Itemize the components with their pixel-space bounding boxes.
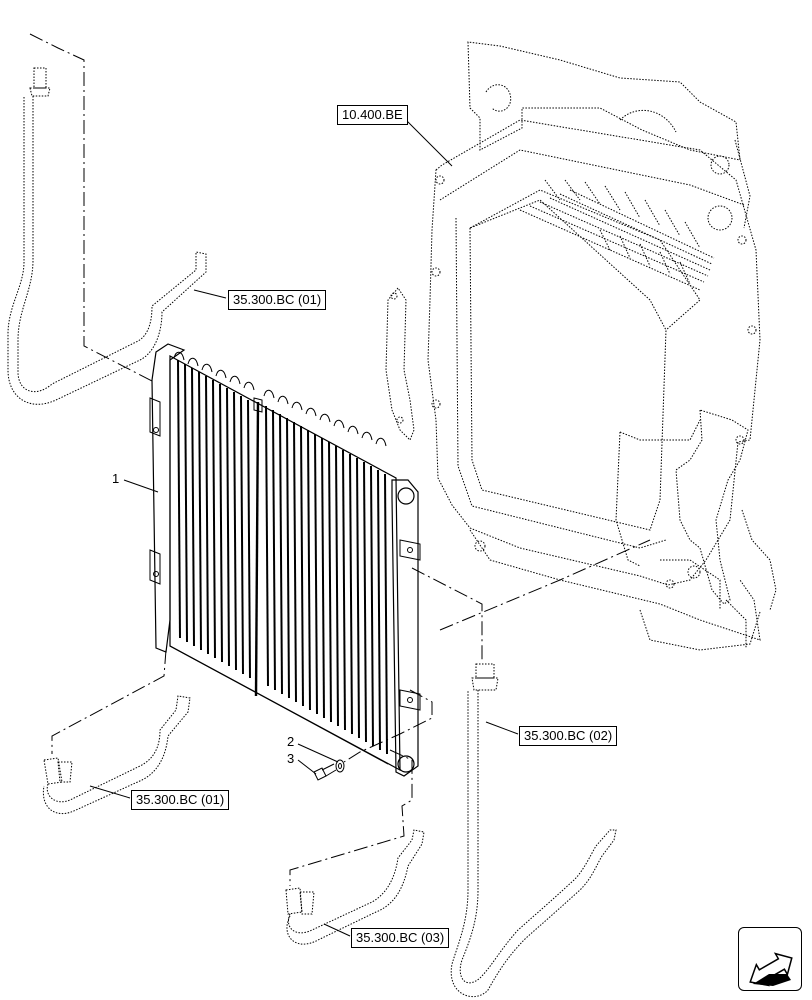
hose-02	[450, 663, 617, 998]
ref-35-300-bc-01-top[interactable]: 35.300.BC (01)	[228, 290, 327, 310]
hose-bottom-left	[42, 695, 191, 815]
hose-03	[285, 829, 425, 945]
callout-leaders	[89, 289, 519, 937]
ref-35-300-bc-03[interactable]: 35.300.BC (03)	[351, 928, 450, 948]
next-page-arrow-icon[interactable]	[738, 927, 802, 991]
ref-35-300-bc-02[interactable]: 35.300.BC (02)	[519, 726, 618, 746]
oil-cooler	[149, 343, 421, 777]
ref-35-300-bc-01-bottom[interactable]: 35.300.BC (01)	[131, 790, 230, 810]
washer-and-bolt	[313, 759, 345, 781]
callout-item-2: 2	[287, 734, 295, 749]
leader-10-400-be	[403, 117, 453, 167]
callout-item-3: 3	[287, 751, 295, 766]
callout-item-1: 1	[112, 471, 120, 486]
hose-top-left	[7, 67, 207, 405]
center-lines	[29, 33, 651, 886]
cooler-fins	[177, 359, 388, 755]
arrow-glyph	[749, 952, 793, 987]
radiator-frame-assembly	[385, 41, 777, 651]
ref-10-400-be[interactable]: 10.400.BE	[337, 105, 408, 125]
